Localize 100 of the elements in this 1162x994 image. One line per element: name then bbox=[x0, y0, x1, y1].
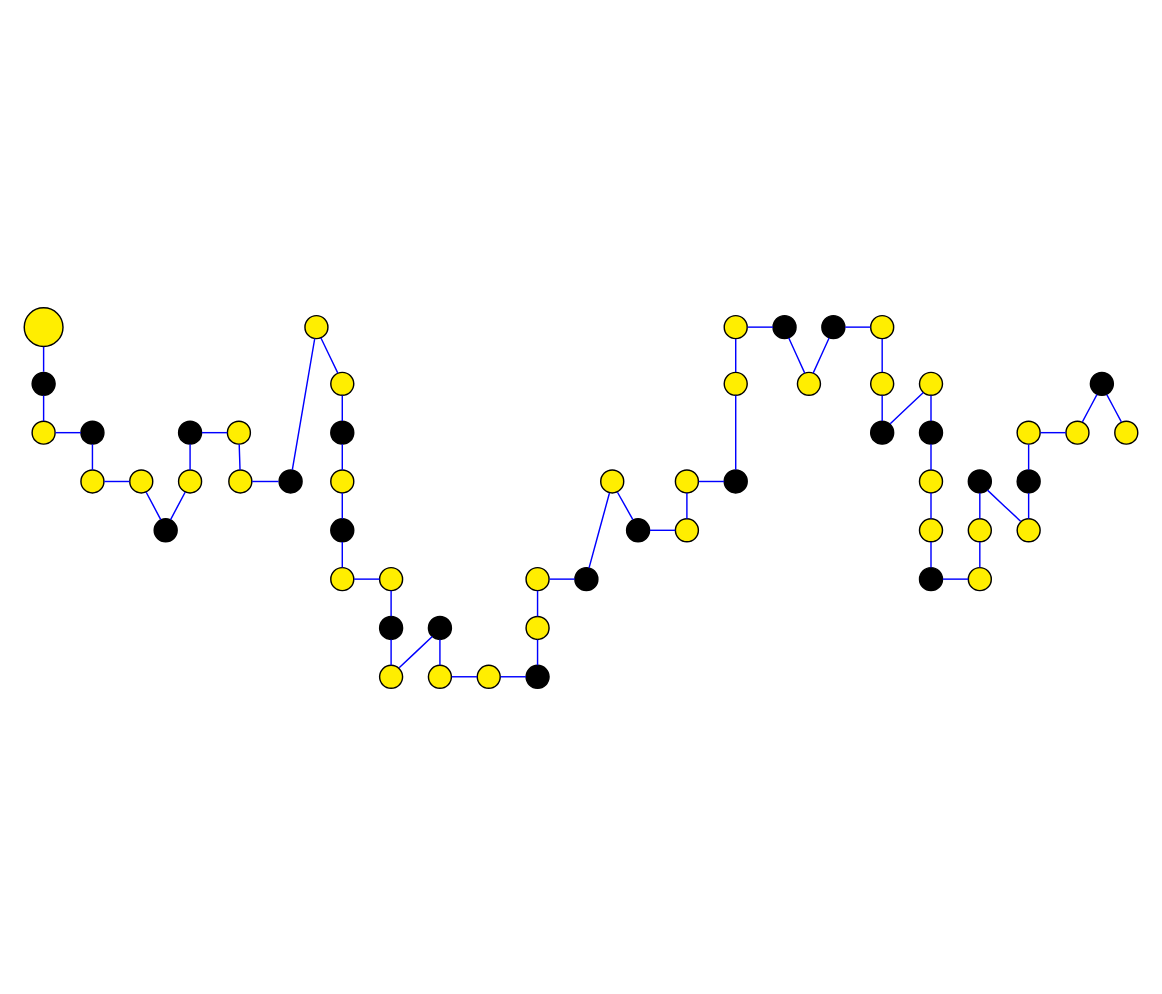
connector bbox=[341, 540, 343, 568]
node-circle bbox=[177, 419, 203, 444]
node-circle bbox=[772, 313, 797, 339]
node-circle bbox=[674, 468, 700, 493]
connector bbox=[390, 637, 392, 665]
connector bbox=[536, 589, 539, 617]
node-circle bbox=[1016, 419, 1041, 444]
connector bbox=[588, 491, 611, 568]
node-circle bbox=[625, 517, 651, 542]
connector bbox=[930, 442, 932, 470]
node-circle bbox=[1089, 370, 1115, 396]
connector bbox=[616, 490, 634, 520]
connector bbox=[201, 430, 229, 433]
connector bbox=[251, 479, 280, 482]
node-circle bbox=[278, 468, 303, 493]
connector bbox=[390, 589, 392, 617]
connector bbox=[649, 528, 677, 531]
node-circle bbox=[918, 419, 944, 444]
node-circle bbox=[226, 419, 252, 444]
node-circle bbox=[1016, 468, 1041, 493]
node-circle bbox=[918, 468, 944, 493]
connector bbox=[451, 675, 478, 677]
node-circle bbox=[31, 419, 56, 444]
connector bbox=[499, 675, 527, 677]
connector bbox=[1106, 392, 1123, 422]
connector bbox=[42, 393, 45, 421]
node-circle bbox=[869, 313, 895, 339]
connector bbox=[812, 336, 830, 373]
connector bbox=[189, 442, 191, 470]
node-circle bbox=[23, 306, 64, 347]
connector bbox=[353, 577, 381, 579]
connector bbox=[145, 490, 162, 520]
node-circle bbox=[31, 370, 56, 396]
connector bbox=[341, 442, 343, 470]
connector bbox=[889, 390, 925, 424]
connector bbox=[169, 490, 186, 520]
connector bbox=[930, 393, 932, 421]
node-circle bbox=[476, 663, 501, 688]
node-circle bbox=[869, 419, 895, 444]
node-circle bbox=[378, 614, 404, 640]
connector bbox=[1081, 392, 1098, 422]
connector bbox=[536, 637, 539, 665]
connector bbox=[844, 325, 872, 327]
node-circle bbox=[330, 468, 355, 493]
connector bbox=[341, 393, 343, 421]
connector bbox=[979, 540, 981, 568]
connector bbox=[91, 442, 94, 470]
node-circle bbox=[674, 517, 700, 542]
connector bbox=[788, 336, 806, 373]
node-circle bbox=[821, 313, 846, 339]
node-circle bbox=[177, 468, 203, 493]
connector bbox=[881, 337, 883, 372]
node-circle bbox=[80, 468, 105, 493]
node-circle bbox=[723, 313, 748, 339]
node-circle bbox=[723, 468, 748, 493]
node-circle bbox=[723, 370, 748, 396]
connector bbox=[1039, 430, 1067, 433]
connector bbox=[1027, 442, 1030, 470]
node-circle bbox=[153, 517, 178, 542]
connector bbox=[54, 430, 82, 433]
node-circle bbox=[427, 614, 453, 640]
connector bbox=[986, 488, 1022, 521]
node-circle bbox=[918, 517, 944, 542]
connector bbox=[746, 325, 774, 327]
connector bbox=[698, 479, 725, 482]
node-circle bbox=[918, 565, 944, 591]
node-circle bbox=[525, 614, 550, 640]
node-circle bbox=[330, 517, 355, 542]
node-circle bbox=[129, 468, 154, 493]
node-circle bbox=[378, 565, 404, 591]
connector bbox=[1027, 491, 1030, 519]
connector bbox=[42, 345, 45, 372]
connector bbox=[439, 637, 441, 665]
connector bbox=[341, 491, 343, 519]
node-circle bbox=[525, 663, 550, 688]
node-circle bbox=[330, 370, 355, 396]
connector bbox=[320, 336, 339, 373]
node-circle bbox=[918, 370, 944, 396]
node-circle bbox=[967, 565, 993, 591]
connector bbox=[103, 479, 131, 482]
connector bbox=[548, 577, 576, 579]
node-circle bbox=[330, 419, 355, 444]
connector bbox=[735, 337, 737, 372]
node-circle bbox=[600, 468, 625, 493]
connector bbox=[930, 491, 932, 519]
connector bbox=[881, 393, 883, 421]
connector bbox=[238, 442, 241, 470]
node-circle bbox=[967, 517, 993, 542]
node-circle bbox=[574, 565, 599, 591]
node-circle bbox=[228, 468, 253, 493]
node-circle bbox=[1065, 419, 1090, 444]
connector bbox=[291, 336, 316, 470]
node-circle bbox=[796, 370, 822, 396]
node-circle bbox=[80, 419, 105, 444]
node-circle bbox=[427, 663, 453, 688]
node-circle bbox=[1016, 517, 1041, 542]
connector bbox=[942, 577, 969, 579]
connector bbox=[686, 491, 688, 519]
node-circle bbox=[869, 370, 895, 396]
node-circle bbox=[525, 565, 550, 591]
